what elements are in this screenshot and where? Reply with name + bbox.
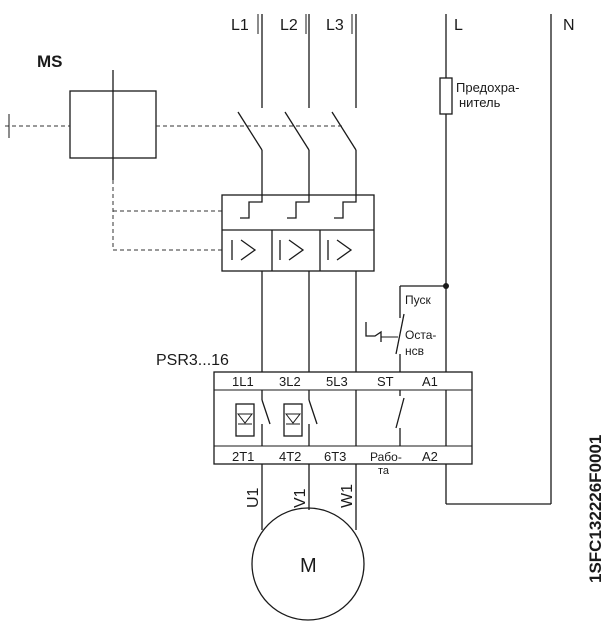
motor-circle xyxy=(251,507,365,621)
document-code: 1SFC132226F0001 xyxy=(586,435,605,583)
stop-label-2: нсв xyxy=(405,344,424,358)
control-l-line xyxy=(439,14,552,505)
fuse-label-1: Предохра- xyxy=(456,80,519,95)
start-stop-contacts xyxy=(365,285,446,372)
motor-label: M xyxy=(300,555,317,577)
ms-contacts xyxy=(237,104,357,195)
device-model: PSR3...16 xyxy=(156,352,229,369)
label-l2: L2 xyxy=(280,17,298,34)
phase-lines-top xyxy=(261,14,357,104)
terminal-st: ST xyxy=(377,374,394,389)
terminal-1l1: 1L1 xyxy=(232,374,254,389)
run-label-2: та xyxy=(378,465,390,477)
motor-connections xyxy=(261,464,357,530)
start-label: Пуск xyxy=(405,293,431,307)
motor-terminal-v1: V1 xyxy=(292,488,309,508)
stop-label-1: Оста- xyxy=(405,328,436,342)
label-l3: L3 xyxy=(326,17,344,34)
terminal-2t1: 2T1 xyxy=(232,449,254,464)
fuse-label-2: нитель xyxy=(459,95,501,110)
label-l1: L1 xyxy=(231,17,249,34)
motor-terminal-w1: W1 xyxy=(339,484,356,508)
terminal-3l2: 3L2 xyxy=(279,374,301,389)
run-label-1: Рабо- xyxy=(370,450,402,464)
device-box xyxy=(213,371,473,465)
terminal-a2: A2 xyxy=(422,449,438,464)
phase-lines-mid xyxy=(261,271,357,372)
protection-block xyxy=(221,194,375,272)
terminal-5l3: 5L3 xyxy=(326,374,348,389)
label-n: N xyxy=(563,17,575,34)
terminal-6t3: 6T3 xyxy=(324,449,346,464)
ms-box xyxy=(5,70,342,251)
motor-terminal-u1: U1 xyxy=(245,487,262,508)
terminal-4t2: 4T2 xyxy=(279,449,301,464)
ms-label: MS xyxy=(37,52,63,71)
terminal-a1: A1 xyxy=(422,374,438,389)
supply-label-ticks xyxy=(257,14,353,34)
label-l: L xyxy=(454,17,463,34)
